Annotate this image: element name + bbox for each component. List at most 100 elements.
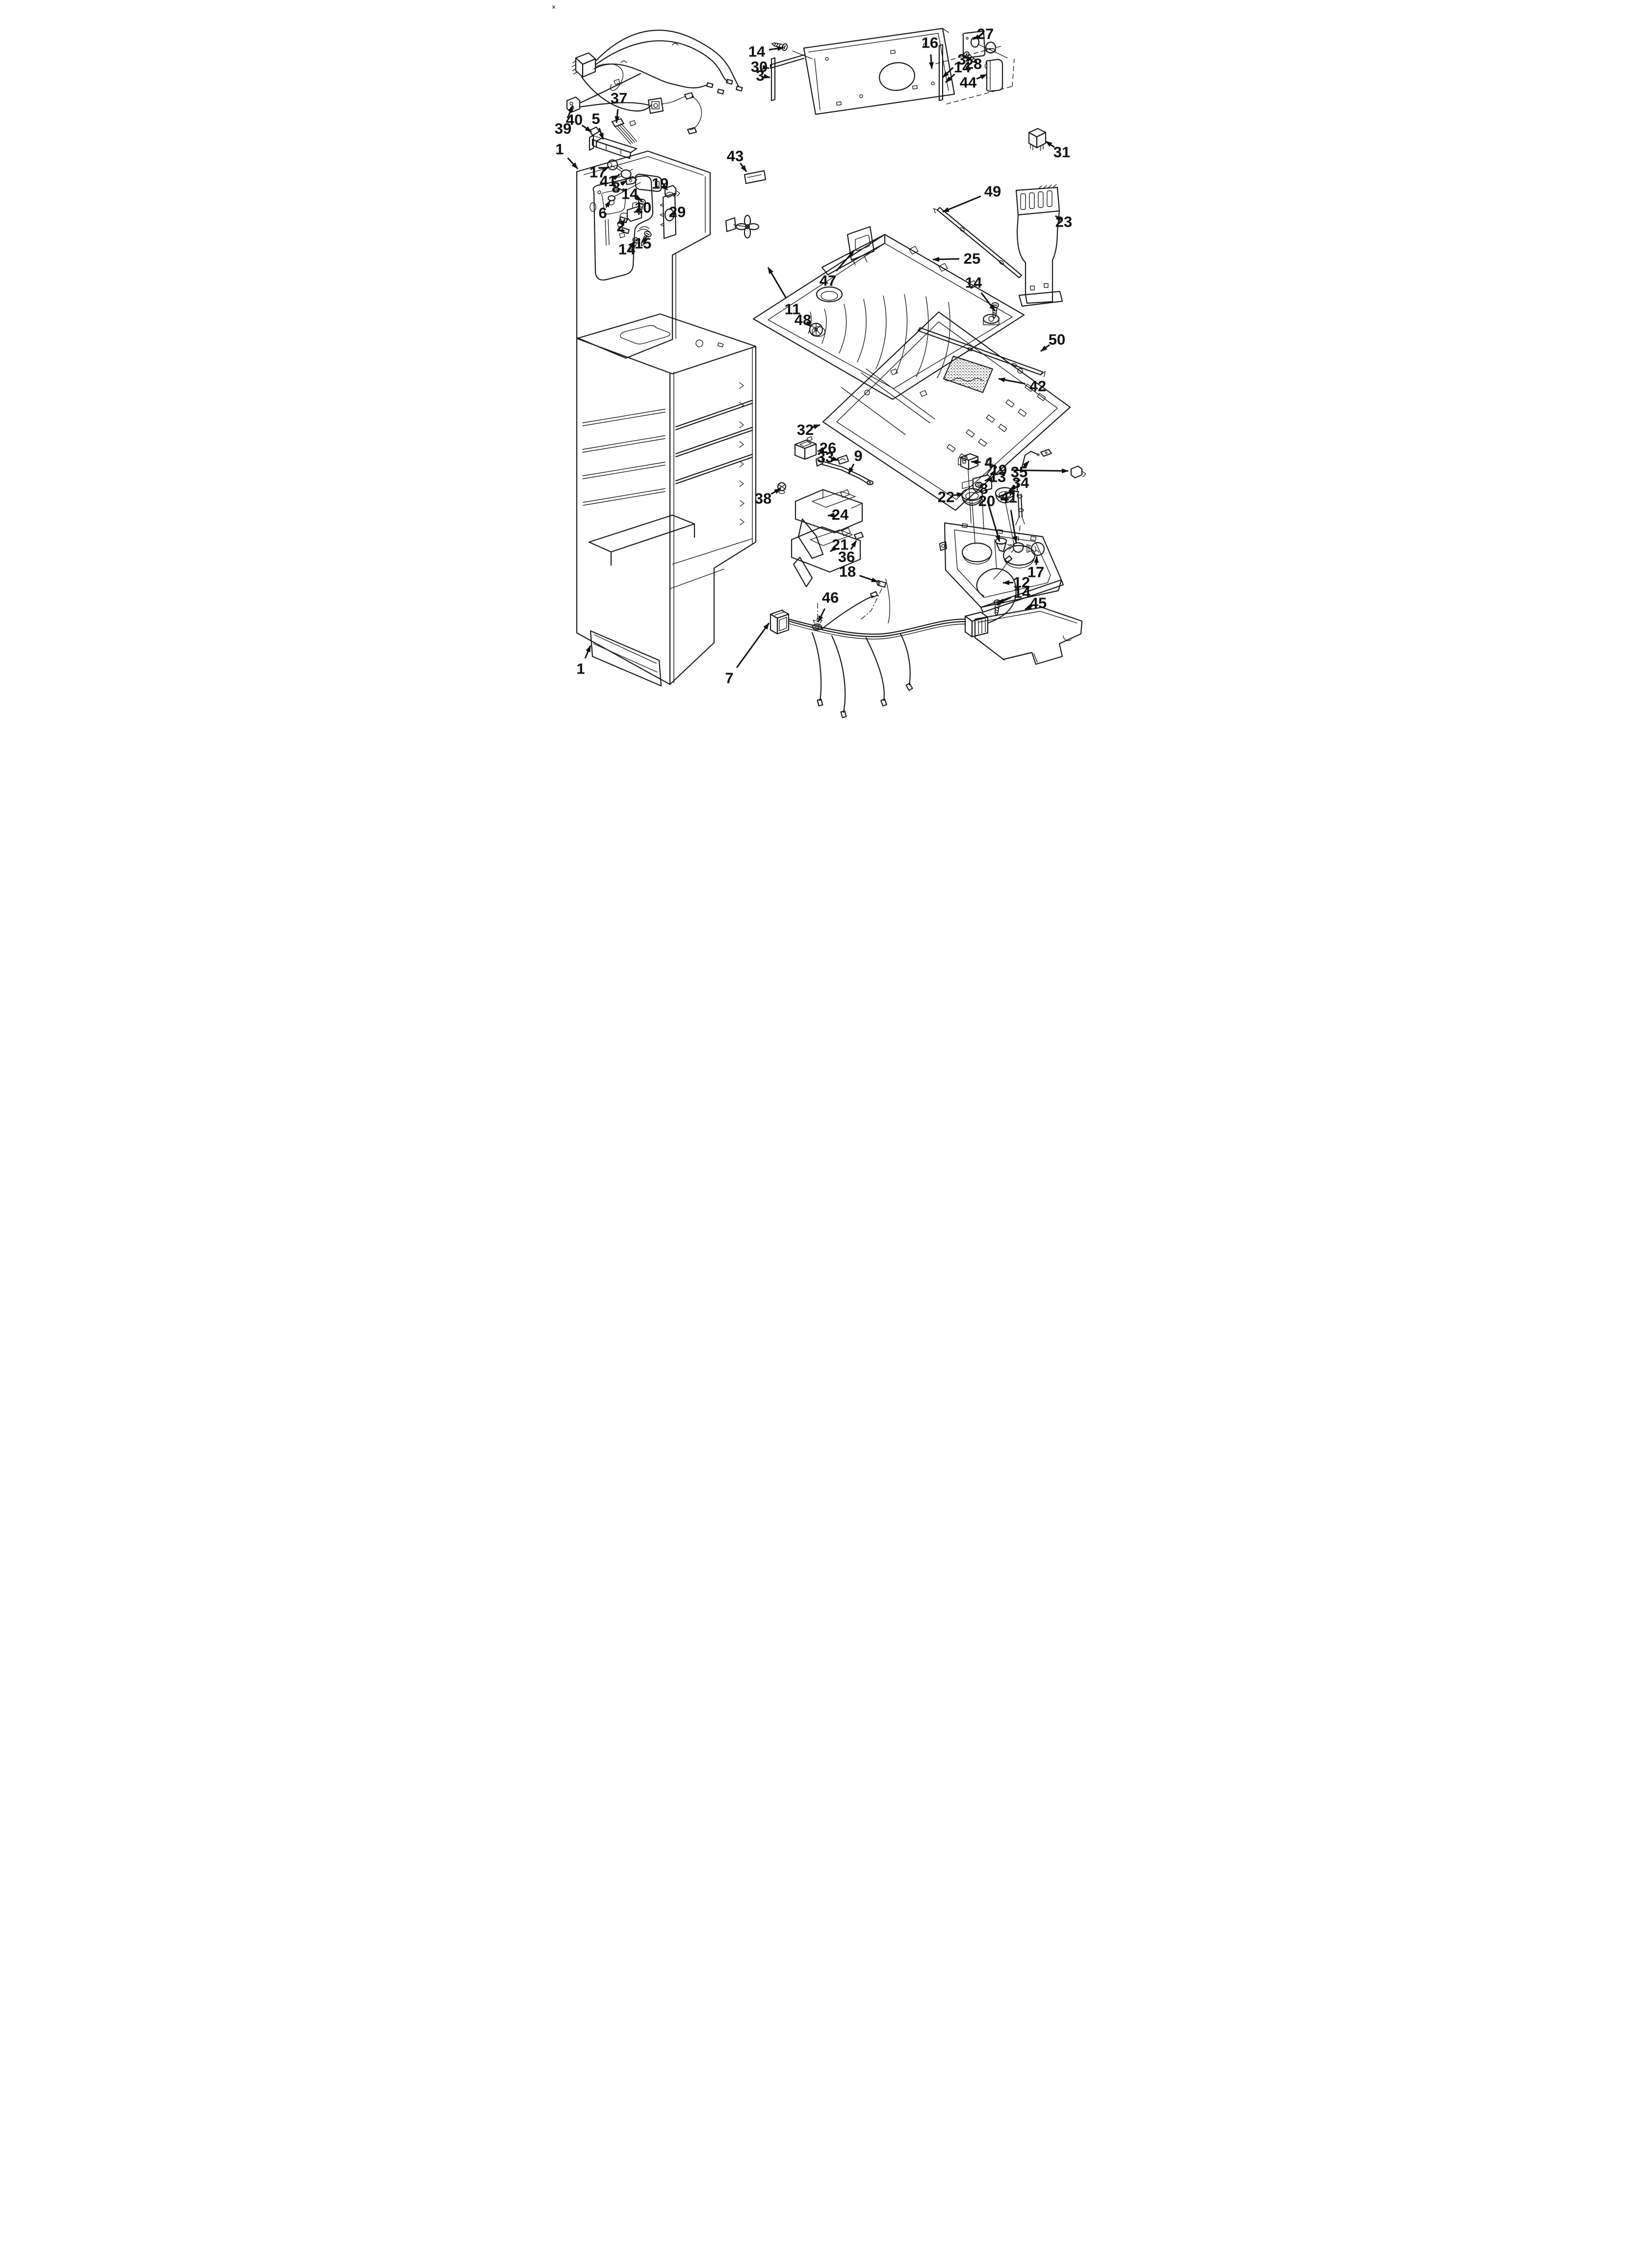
callout-number: 14 [965, 274, 982, 291]
callout-number: 8 [979, 480, 988, 497]
callout-arrow [835, 250, 855, 272]
mesh-screen-42 [943, 355, 994, 393]
callout-number: 41 [600, 173, 616, 190]
air-deflector-31 [1028, 128, 1047, 151]
callout-6-9: 6 [598, 200, 611, 222]
callout-number: 37 [611, 90, 627, 107]
defrost-fuse-18 [861, 580, 887, 620]
callout-arrow [831, 456, 839, 462]
callout-number: 40 [566, 111, 583, 129]
callout-20-49: 20 [978, 490, 1016, 510]
callout-43-17: 43 [727, 148, 747, 172]
callout-arrow [817, 447, 824, 452]
sticker-36 [853, 531, 864, 540]
bulb-socket-right [1008, 542, 1024, 553]
callout-35-52: 35 [1011, 460, 1030, 481]
callout-arrow [945, 73, 955, 83]
callout-arrow [827, 512, 835, 518]
callout-number: 9 [854, 447, 862, 465]
seal-strip-3-right [938, 44, 944, 102]
callout-arrow [661, 183, 668, 191]
callout-3-23: 3 [942, 51, 966, 78]
foam-evap-cover-24 [795, 489, 863, 559]
callout-50-34: 50 [1040, 331, 1065, 352]
callout-number: 18 [839, 563, 856, 580]
callout-arrow [964, 55, 972, 62]
callout-number: 43 [727, 148, 744, 165]
air-tower-23 [1015, 184, 1063, 307]
callout-34-53: 34 [1009, 474, 1029, 492]
drip-tray-25 [752, 234, 1025, 400]
callout-19-48: 19 [990, 462, 1069, 479]
wiring-harness-bottom [770, 555, 1017, 718]
callout-number: 5 [591, 110, 600, 128]
callout-number: 39 [555, 120, 571, 137]
callout-number: 36 [838, 548, 855, 566]
callout-36-43: 36 [838, 540, 857, 566]
callout-number: 10 [635, 199, 651, 216]
callout-arrow [1055, 215, 1062, 222]
callout-arrow [942, 195, 981, 213]
callout-number: 19 [652, 175, 668, 192]
callout-arrow [850, 540, 857, 550]
callout-number: 44 [960, 74, 977, 91]
callout-28-25: 28 [964, 55, 982, 73]
callout-number: 26 [820, 440, 836, 457]
callout-number: 16 [922, 34, 938, 52]
callout-26-38: 26 [817, 440, 836, 457]
callout-number: 33 [817, 449, 834, 466]
valve-mounting-plate-45 [974, 606, 1083, 665]
callout-22-47: 22 [938, 489, 964, 506]
callout-arrow [1034, 556, 1039, 565]
icemaker-housing-12 [939, 469, 1064, 613]
callout-arrow [859, 574, 878, 583]
callout-arrow [584, 645, 591, 659]
callout-1-5: 1 [555, 141, 579, 170]
callout-number: 21 [832, 536, 848, 553]
callout-number: 31 [1053, 144, 1070, 161]
callout-41-55: 41 [1001, 489, 1018, 543]
callout-arrow [581, 125, 592, 133]
clip-19-freezer [664, 184, 680, 198]
callout-number: 47 [820, 272, 836, 289]
fresh-food-liner [576, 313, 757, 687]
callout-arrow [567, 157, 579, 170]
callout-arrow [770, 488, 781, 495]
callout-9-40: 9 [847, 447, 863, 474]
callout-arrow [605, 200, 611, 208]
callout-arrow [817, 608, 826, 623]
callout-arrow [1040, 344, 1051, 352]
harness-connector-37 [611, 118, 637, 145]
callout-arrow [942, 67, 954, 78]
callout-14-18: 14 [748, 43, 784, 60]
callout-42-33: 42 [998, 377, 1046, 395]
callout-arrow [980, 292, 996, 312]
callout-40-2: 40 [566, 111, 592, 133]
callout-47-31: 47 [820, 250, 855, 289]
callout-18-44: 18 [839, 563, 878, 583]
callout-number: 50 [1049, 331, 1065, 348]
callout-arrow [669, 210, 677, 216]
callout-arrow [1025, 604, 1033, 610]
seal-strip-3-left [770, 57, 776, 102]
callout-number: 6 [598, 205, 607, 222]
callout-arrow [628, 241, 636, 248]
callout-number: 32 [797, 421, 814, 439]
callout-number: 20 [978, 493, 995, 510]
callout-13-51: 13 [984, 469, 1006, 486]
callout-arrow [620, 180, 627, 186]
callout-number: 19 [990, 462, 1007, 479]
callout-number: 17 [590, 164, 606, 181]
callout-arrow [847, 463, 855, 474]
callout-37-4: 37 [611, 90, 627, 123]
callout-number: 23 [1055, 213, 1072, 231]
callout-number: 13 [989, 469, 1006, 486]
callout-number: 22 [938, 489, 954, 506]
callout-arrow [998, 377, 1026, 385]
callout-number: 2 [616, 218, 625, 235]
callout-14-58: 14 [997, 584, 1031, 604]
damper-housing-26 [794, 436, 817, 460]
callout-number: 14 [618, 241, 636, 258]
callout-arrow [598, 128, 604, 140]
shelf-rail-49 [933, 207, 1023, 279]
